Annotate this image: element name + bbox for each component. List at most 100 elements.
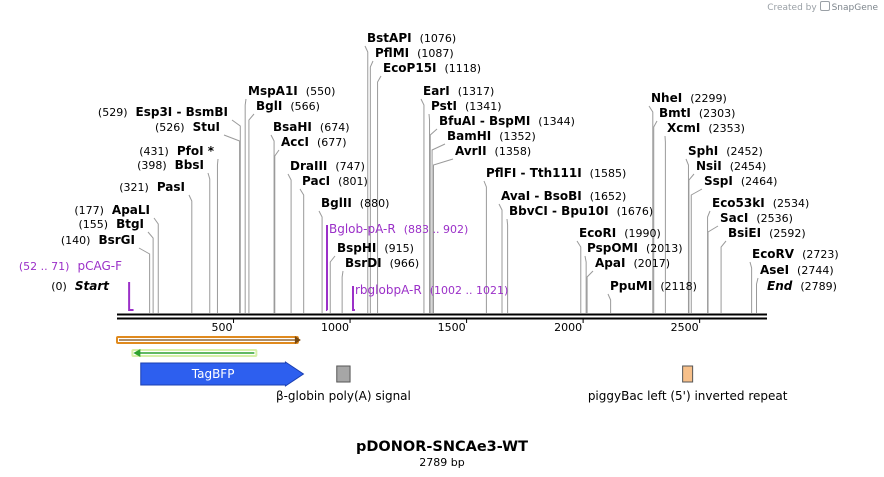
site-line-ecori xyxy=(576,240,582,313)
site-pflmi[interactable]: PflMI (1087) xyxy=(375,46,454,60)
site-bbsi[interactable]: BbsI (398) xyxy=(137,158,204,172)
site-start[interactable]: Start(0) xyxy=(51,279,110,293)
site-apai[interactable]: ApaI(2017) xyxy=(595,256,670,270)
site-name-pspomi: PspOMI xyxy=(587,241,638,255)
site-pos-pflmi: (1087) xyxy=(417,47,454,60)
site-line-avai-bsobi xyxy=(498,203,503,313)
site-pfoi[interactable]: PfoI *(431) xyxy=(139,144,214,158)
site-sspi[interactable]: SspI(2464) xyxy=(704,174,777,188)
site-name-nsii: NsiI xyxy=(696,159,722,173)
site-pos-apali: (177) xyxy=(74,204,104,217)
site-bsrdi[interactable]: BsrDI(966) xyxy=(345,256,419,270)
snapgene-logo-icon xyxy=(819,1,830,11)
site-pspomi[interactable]: PspOMI(2013) xyxy=(587,241,683,255)
site-ecop15i[interactable]: EcoP15I(1118) xyxy=(383,61,481,75)
primer-rbglobpa-r[interactable]: rbglobpA-R(1002 .. 1021) xyxy=(352,283,508,311)
site-eco53ki[interactable]: Eco53kI(2534) xyxy=(712,196,809,210)
site-psti[interactable]: PstI(1341) xyxy=(431,99,502,113)
site-pos-bbsi: (398) xyxy=(137,159,167,172)
site-apali[interactable]: ApaLI(177) xyxy=(74,203,150,217)
site-asei[interactable]: AseI(2744) xyxy=(760,263,834,277)
site-name-bbsi: BbsI xyxy=(175,158,204,172)
primer-name-bglob-pa-r: Bglob-pA-R xyxy=(329,222,396,236)
site-pos-bmti: (2303) xyxy=(699,107,736,120)
site-line-bstapi xyxy=(364,45,369,313)
site-bbvci-bpu10i[interactable]: BbvCI - Bpu10I(1676) xyxy=(509,204,653,218)
feature-box xyxy=(682,365,694,383)
site-bglii[interactable]: BglII(880) xyxy=(321,196,389,210)
site-pflfi-tth111i[interactable]: PflFI - Tth111I(1585) xyxy=(486,166,626,180)
site-bsphi[interactable]: BspHI(915) xyxy=(337,241,414,255)
site-pos-bsiei: (2592) xyxy=(769,227,806,240)
site-bsrgi[interactable]: BsrGI(140) xyxy=(61,233,135,247)
site-pos-sphi: (2452) xyxy=(726,145,763,158)
site-line-apai xyxy=(586,270,594,313)
site-nhei[interactable]: NheI(2299) xyxy=(651,91,727,105)
feature-label: piggyBac left (5') inverted repeat xyxy=(588,389,788,403)
primer-range-pcag-f: (52 .. 71) xyxy=(19,260,70,273)
site-pasi[interactable]: PasI(321) xyxy=(119,180,185,194)
site-labels: Start(0) BsrGI(140) BtgI(155)ApaLI(177) Pas… xyxy=(19,31,839,311)
site-bgli[interactable]: BglI (566) xyxy=(256,99,320,113)
plasmid-size: 2789 bp xyxy=(419,456,464,469)
site-ecorv[interactable]: EcoRV(2723) xyxy=(752,247,839,261)
site-stui[interactable]: StuI(526) xyxy=(155,120,220,134)
primer-pcag-f[interactable]: pCAG-F(52 .. 71) xyxy=(19,259,134,311)
site-bfuai-bspmi[interactable]: BfuAI - BspMI(1344) xyxy=(439,114,575,128)
site-name-mspa1i: MspA1I xyxy=(248,84,298,98)
site-line-pflfi-tth111i xyxy=(483,180,487,313)
site-xcmi[interactable]: XcmI(2353) xyxy=(667,121,745,135)
feature-tagbfp[interactable]: TagBFP xyxy=(140,361,305,387)
feature-label: β-globin poly(A) signal xyxy=(276,389,411,403)
site-pos-stui: (526) xyxy=(155,121,185,134)
site-avrii[interactable]: AvrII(1358) xyxy=(455,144,531,158)
orf-arrowhead-icon xyxy=(133,349,141,357)
site-acci[interactable]: AccI(677) xyxy=(281,135,347,149)
site-pos-bsphi: (915) xyxy=(384,242,414,255)
primer-bglob-pa-r[interactable]: Bglob-pA-R(883 .. 902) xyxy=(326,222,468,311)
site-pos-bsrdi: (966) xyxy=(390,257,420,270)
site-bamhi[interactable]: BamHI(1352) xyxy=(447,129,536,143)
site-bmti[interactable]: BmtI(2303) xyxy=(659,106,735,120)
site-line-paci xyxy=(299,188,305,313)
site-name-pflfi-tth111i: PflFI - Tth111I xyxy=(486,166,582,180)
site-line-saci xyxy=(707,225,719,313)
site-avai-bsobi[interactable]: AvaI - BsoBI(1652) xyxy=(501,189,626,203)
site-ecori[interactable]: EcoRI(1990) xyxy=(579,226,661,240)
site-line-bsphi xyxy=(329,255,336,313)
site-saci[interactable]: SacI(2536) xyxy=(720,211,793,225)
created-by-label: Created by xyxy=(767,3,817,13)
site-mspa1i[interactable]: MspA1I(550) xyxy=(248,84,335,98)
site-ppumi[interactable]: PpuMI(2118) xyxy=(610,279,697,293)
orf-bar-2[interactable] xyxy=(131,349,258,357)
site-line-pspomi xyxy=(584,255,587,313)
site-pos-bglii: (880) xyxy=(360,197,390,210)
site-pos-bgli: (566) xyxy=(290,100,320,113)
site-draiii[interactable]: DraIII(747) xyxy=(290,159,365,173)
site-line-bglii xyxy=(318,210,323,313)
site-nsii[interactable]: NsiI(2454) xyxy=(696,159,766,173)
site-esp3i-bsmbi[interactable]: Esp3I - BsmBI(529) xyxy=(98,105,228,119)
axis-tick-label-500: 500 xyxy=(212,321,233,334)
site-line-apali xyxy=(153,217,159,313)
feature-globin-poly-a-signal[interactable]: β-globin poly(A) signal xyxy=(276,365,411,403)
site-sphi[interactable]: SphI (2452) xyxy=(688,144,763,158)
site-bstapi[interactable]: BstAPI(1076) xyxy=(367,31,456,45)
site-name-sphi: SphI xyxy=(688,144,718,158)
feature-piggybac-left-5-inverted-repeat[interactable]: piggyBac left (5') inverted repeat xyxy=(588,365,788,403)
site-name-bsiei: BsiEI xyxy=(728,226,761,240)
site-btgi[interactable]: BtgI(155) xyxy=(78,217,144,231)
site-name-bsahi: BsaHI xyxy=(273,120,312,134)
site-line-bamhi xyxy=(431,143,446,313)
orf-bar-1[interactable] xyxy=(116,336,301,344)
site-bsiei[interactable]: BsiEI (2592) xyxy=(728,226,806,240)
site-paci[interactable]: PacI(801) xyxy=(302,174,368,188)
site-bsahi[interactable]: BsaHI(674) xyxy=(273,120,350,134)
site-line-bbvci-bpu10i xyxy=(506,218,509,313)
site-eari[interactable]: EarI(1317) xyxy=(423,84,494,98)
site-end[interactable]: End(2789) xyxy=(767,279,837,293)
site-name-bgli: BglI xyxy=(256,99,282,113)
site-pos-paci: (801) xyxy=(338,175,368,188)
site-name-pflmi: PflMI xyxy=(375,46,409,60)
site-pos-ecori: (1990) xyxy=(624,227,661,240)
